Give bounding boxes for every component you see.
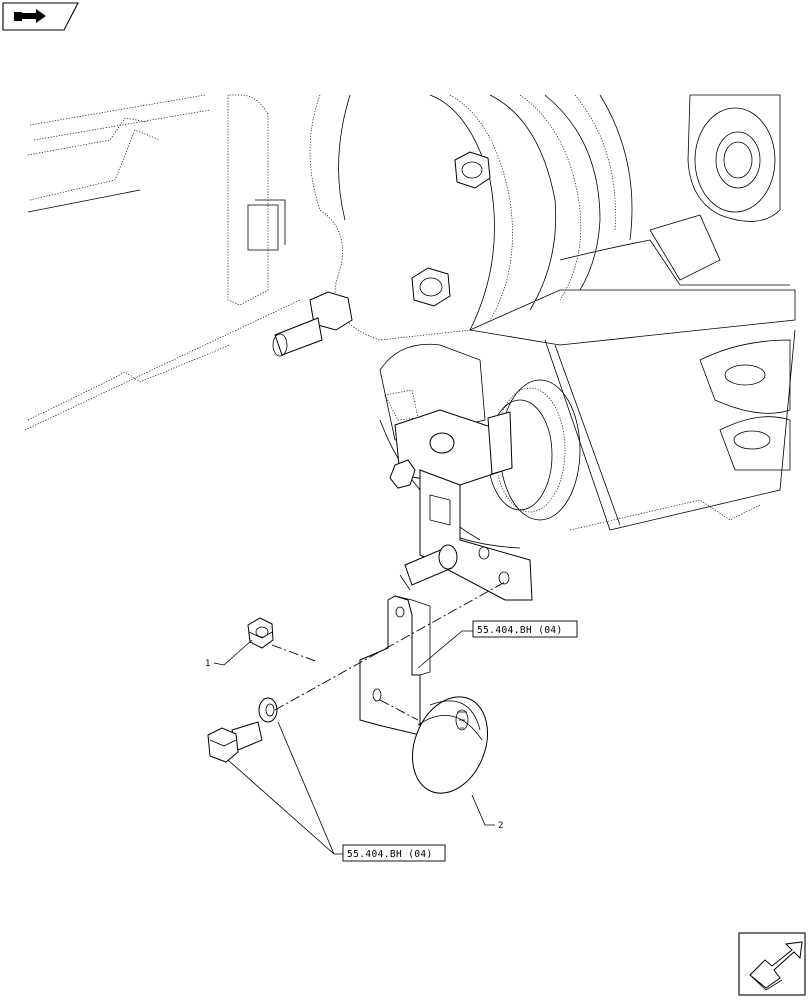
callout-2: 2 — [471, 794, 503, 831]
reference-box-lower[interactable]: 55.404.BH (04) — [227, 721, 446, 862]
protective-cap — [412, 696, 488, 794]
reference-upper-text: 55.404.BH (04) — [477, 625, 563, 636]
reference-lower-text: 55.404.BH (04) — [347, 849, 433, 860]
reference-box-upper[interactable]: 55.404.BH (04) — [417, 620, 578, 669]
assembly-line-bolt — [274, 581, 506, 711]
book-arrow-icon[interactable] — [2, 2, 79, 31]
axle-assembly-background — [24, 94, 796, 601]
assembly-line-nut — [271, 644, 319, 663]
callout-1-label: 1 — [205, 659, 210, 669]
flat-washer — [258, 697, 278, 723]
hex-bolt — [207, 721, 263, 763]
callout-1: 1 — [205, 639, 253, 669]
next-page-arrow-icon[interactable] — [738, 932, 806, 996]
hex-nut — [247, 617, 274, 649]
sensor-bracket — [359, 595, 431, 736]
assembly-line-cap — [379, 699, 419, 721]
callout-2-label: 2 — [498, 821, 503, 831]
